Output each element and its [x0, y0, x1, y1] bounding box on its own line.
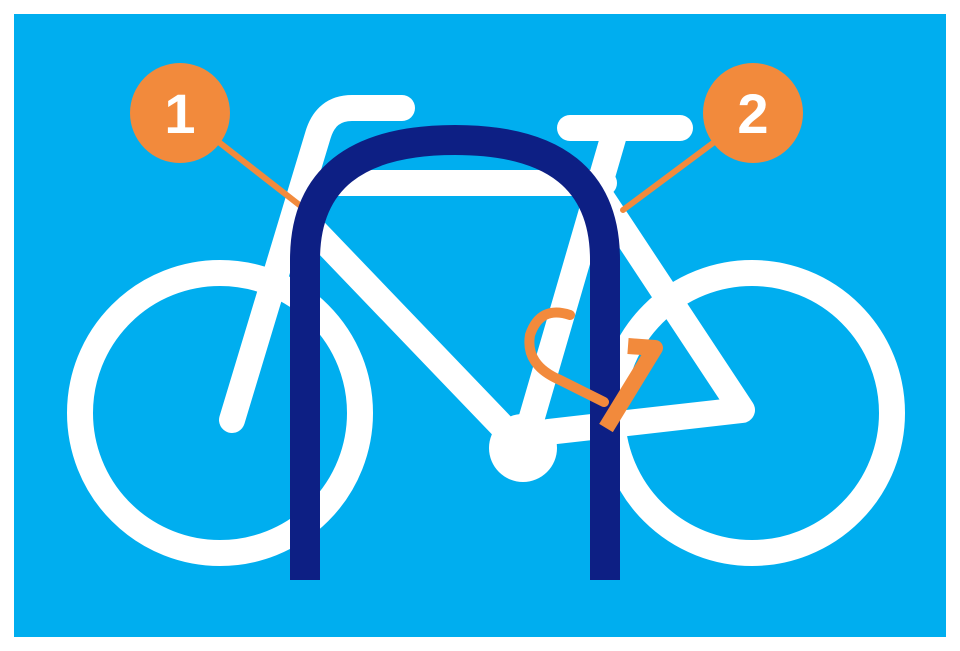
- callout-marker-1: 1: [130, 63, 230, 163]
- crank-hub: [489, 414, 557, 482]
- callout-marker-2: 2: [703, 63, 803, 163]
- marker-1-label: 1: [164, 82, 195, 145]
- marker-2-label: 2: [737, 82, 768, 145]
